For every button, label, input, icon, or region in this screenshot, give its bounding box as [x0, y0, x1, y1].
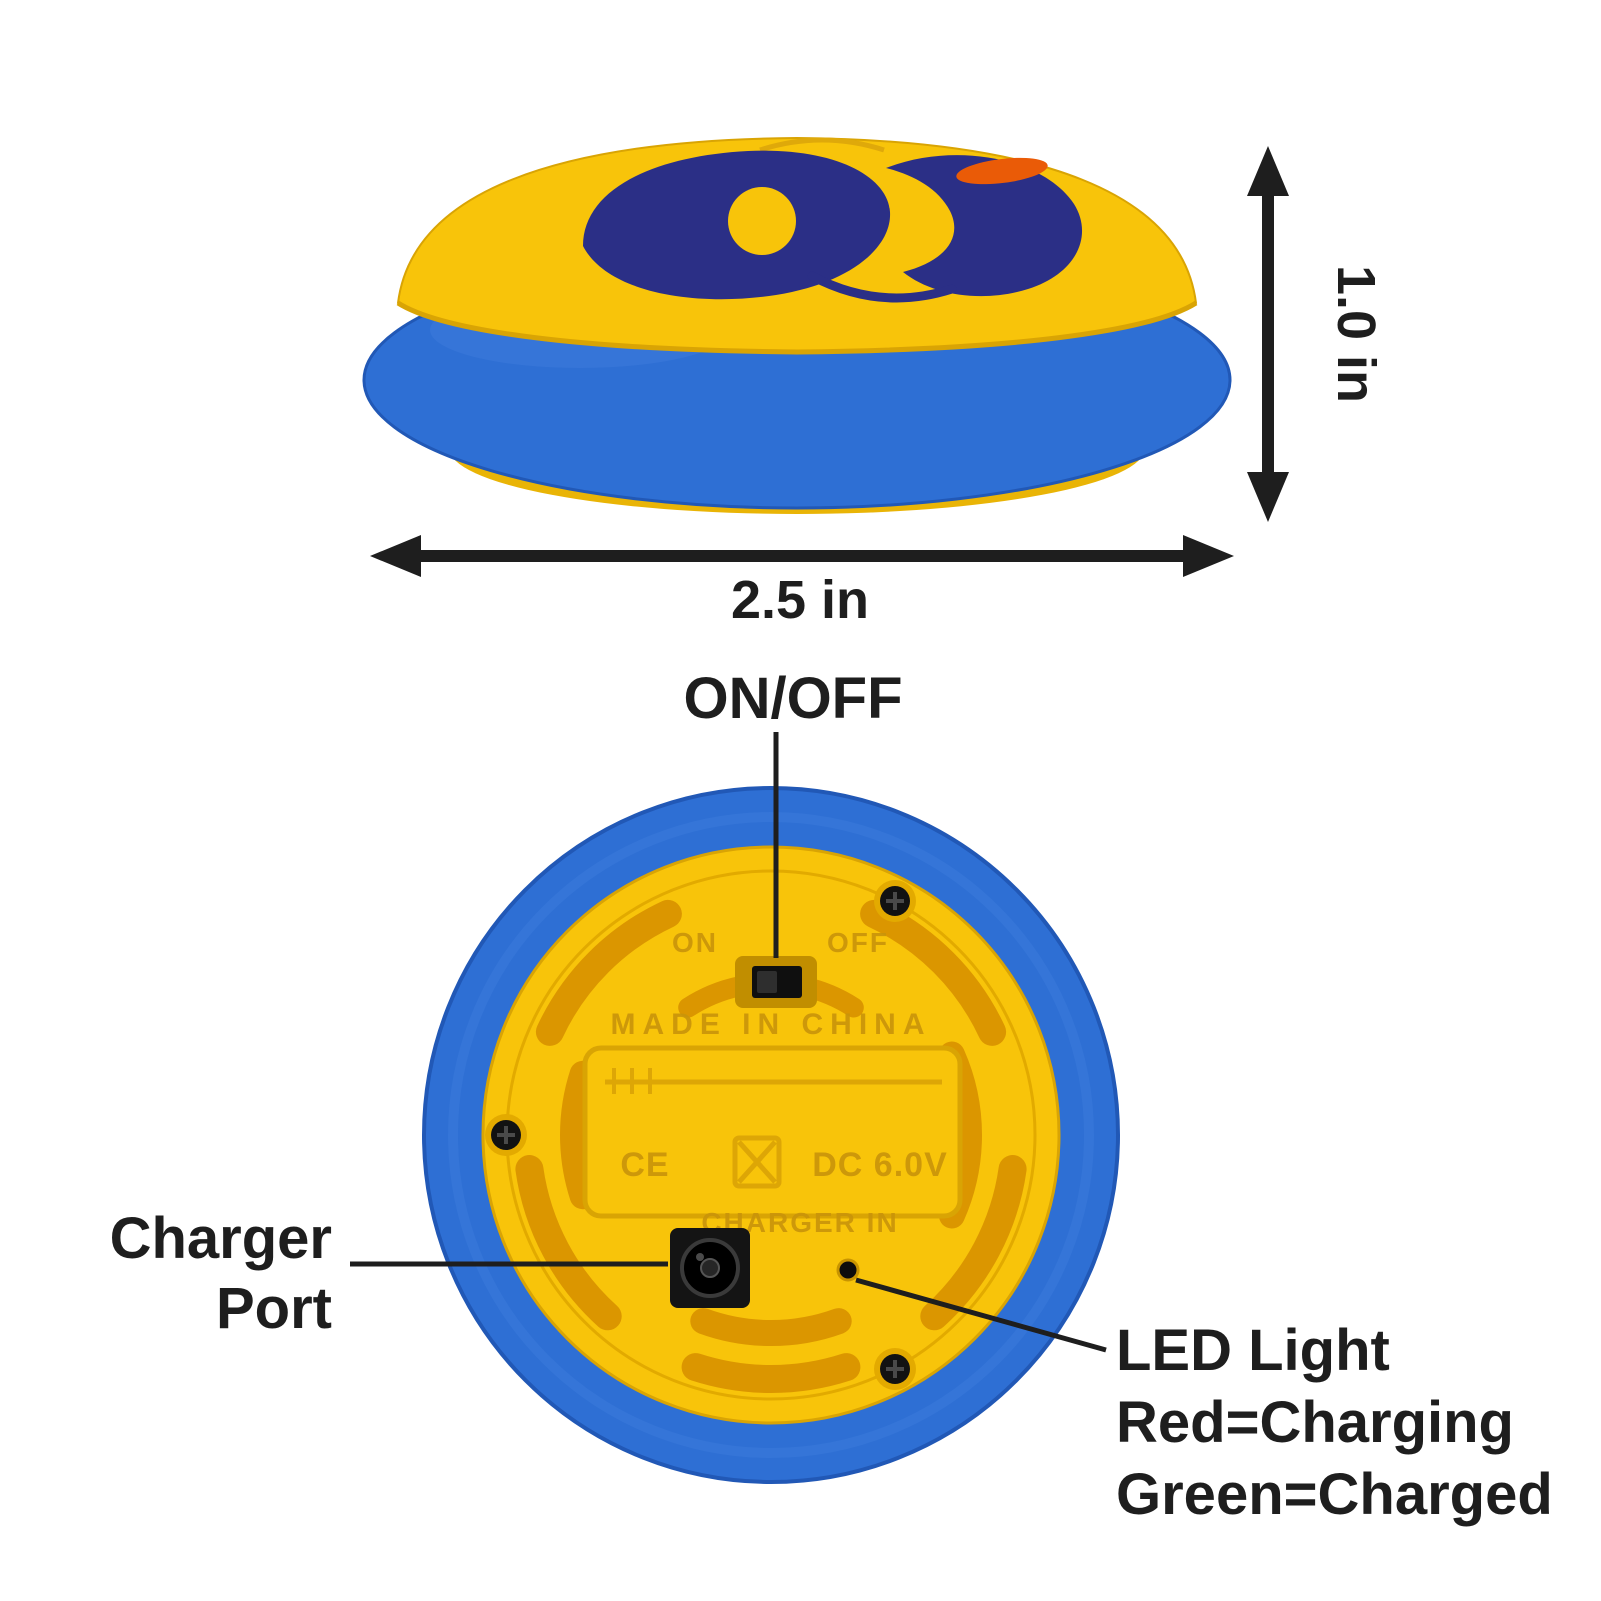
vent-arc	[860, 899, 1007, 1046]
vent-arc	[690, 1308, 852, 1347]
led-indicator	[836, 1258, 860, 1282]
crossed-bin-mark	[732, 1135, 782, 1189]
arrowhead-left	[370, 535, 421, 577]
charger-callout: Charger Port	[110, 1206, 668, 1341]
port-pin	[700, 1258, 720, 1278]
navy-design-wave	[886, 155, 1083, 297]
screw-cross	[886, 892, 904, 910]
height-arrow-shaft	[1262, 192, 1274, 474]
charger-label-line1: Charger	[110, 1206, 332, 1271]
plate-hatch-marks	[612, 1068, 652, 1094]
embossed-on: ON	[672, 927, 718, 958]
bottom-view: ON OFF MADE IN CHINA CE DC 6.0V CHARGER …	[422, 786, 1120, 1484]
switch-knob	[757, 971, 777, 993]
screw-cross	[497, 1126, 515, 1144]
width-arrow-shaft	[418, 550, 1186, 562]
led-callout: LED Light Red=Charging Green=Charged	[855, 1277, 1553, 1527]
led-label-title: LED Light	[1116, 1318, 1390, 1383]
vent-arc	[535, 899, 682, 1046]
vent-arc	[560, 1060, 596, 1210]
embossed-ce-mark: CE	[620, 1146, 669, 1184]
led-label-red: Red=Charging	[1116, 1390, 1514, 1455]
design-hole	[728, 187, 796, 255]
height-label: 1.0 in	[1326, 265, 1386, 403]
charger-label-line2: Port	[216, 1276, 332, 1341]
arrowhead-down	[1247, 472, 1289, 522]
screw-cross	[886, 1360, 904, 1378]
vent-arc	[515, 1155, 622, 1331]
port-highlight	[696, 1253, 704, 1261]
orange-accent	[956, 157, 1048, 185]
width-dimension: 2.5 in	[370, 535, 1234, 630]
embossed-made-in-china: MADE IN CHINA	[611, 1008, 932, 1041]
onoff-callout: ON/OFF	[683, 666, 903, 958]
height-dimension: 1.0 in	[1247, 146, 1386, 522]
screws	[485, 880, 916, 1390]
design-smile-arc	[807, 271, 957, 303]
embossed-off: OFF	[827, 927, 889, 958]
shell-rim-line	[396, 300, 1198, 355]
shell-top-notch	[759, 137, 885, 153]
arrowhead-right	[1183, 535, 1234, 577]
arrowhead-up	[1247, 146, 1289, 196]
led-label-green: Green=Charged	[1116, 1462, 1553, 1527]
side-view	[362, 136, 1232, 514]
onoff-label: ON/OFF	[683, 666, 902, 731]
vent-arc	[920, 1155, 1027, 1331]
foam-inner-sheen	[448, 812, 1094, 1458]
vent-arc	[681, 1353, 861, 1394]
battery-cover-plate	[582, 1045, 963, 1219]
width-label: 2.5 in	[731, 570, 869, 630]
embossed-voltage: DC 6.0V	[812, 1146, 948, 1184]
charger-port	[670, 1228, 750, 1308]
led-leader-line	[855, 1277, 1107, 1353]
